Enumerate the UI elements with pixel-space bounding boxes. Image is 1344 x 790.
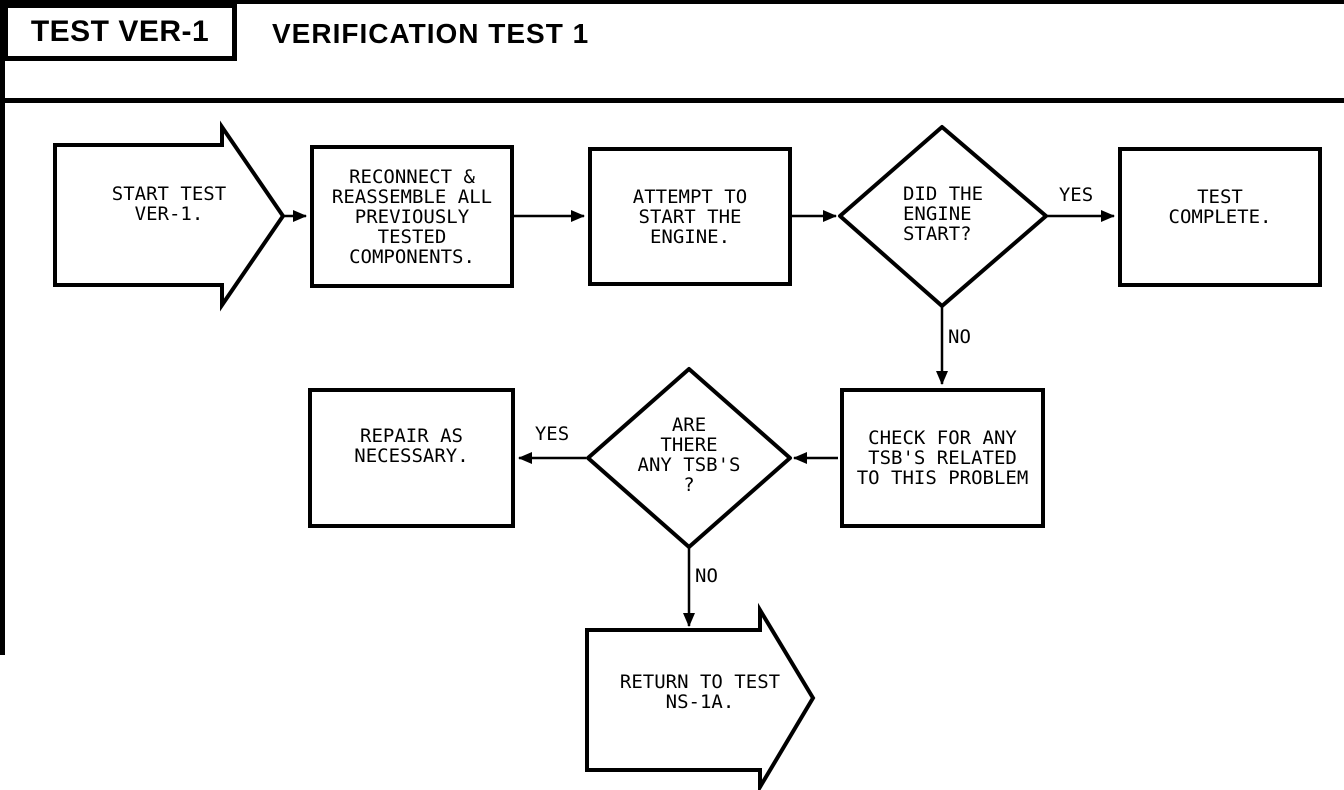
repair-node-box: [308, 388, 515, 528]
engine-start-decision-text: DID THE ENGINE START?: [843, 127, 1043, 306]
any-tsb-yes-label: YES: [526, 424, 578, 444]
yes-label-text: YES: [534, 423, 570, 445]
no-label-text: NO: [695, 565, 718, 587]
repair-node-text: REPAIR AS NECESSARY.: [308, 388, 515, 528]
yes-label-text: YES: [1058, 184, 1094, 206]
header-divider-line: [0, 98, 1344, 103]
attempt-node-box: [588, 147, 792, 286]
page-title: VERIFICATION TEST 1: [272, 14, 589, 54]
page-top-border: [0, 0, 1344, 4]
engine-start-no-label: NO: [948, 327, 971, 347]
attempt-node-text: ATTEMPT TO START THE ENGINE.: [588, 147, 792, 286]
page-title-label: VERIFICATION TEST 1: [272, 18, 590, 49]
attempt-node-label: ATTEMPT TO START THE ENGINE.: [632, 185, 748, 248]
return-node-shape: [585, 602, 816, 790]
test-complete-node-box: [1118, 147, 1322, 287]
start-node-shape: [53, 120, 286, 312]
check-tsb-node-box: [840, 388, 1045, 528]
check-tsb-node-text: CHECK FOR ANY TSB'S RELATED TO THIS PROB…: [840, 388, 1045, 528]
reconnect-node-label: RECONNECT & REASSEMBLE ALL PREVIOUSLY TE…: [331, 165, 493, 268]
test-code-label: TEST VER-1: [30, 15, 210, 48]
page-left-border: [0, 0, 5, 655]
reconnect-node-text: RECONNECT & REASSEMBLE ALL PREVIOUSLY TE…: [310, 145, 514, 288]
test-complete-node-label: TEST COMPLETE.: [1168, 186, 1272, 228]
start-node-label: START TEST VER-1.: [111, 183, 227, 225]
engine-start-decision-label: DID THE ENGINE START?: [902, 182, 984, 245]
engine-start-yes-label: YES: [1050, 185, 1102, 205]
start-node-text: START TEST VER-1.: [55, 147, 283, 287]
return-node-label: RETURN TO TEST NS-1A.: [619, 671, 781, 713]
reconnect-node-box: [310, 145, 514, 288]
any-tsb-no-label: NO: [695, 566, 718, 586]
no-label-text: NO: [948, 326, 971, 348]
check-tsb-node-label: CHECK FOR ANY TSB'S RELATED TO THIS PROB…: [856, 427, 1029, 489]
test-complete-node-text: TEST COMPLETE.: [1118, 147, 1322, 287]
repair-node-label: REPAIR AS NECESSARY.: [354, 425, 469, 467]
return-node-text: RETURN TO TEST NS-1A.: [587, 630, 813, 770]
any-tsb-decision-label: ARE THERE ANY TSB'S ?: [637, 414, 741, 496]
test-code-box: TEST VER-1: [3, 3, 237, 61]
any-tsb-decision-text: ARE THERE ANY TSB'S ?: [589, 369, 789, 547]
